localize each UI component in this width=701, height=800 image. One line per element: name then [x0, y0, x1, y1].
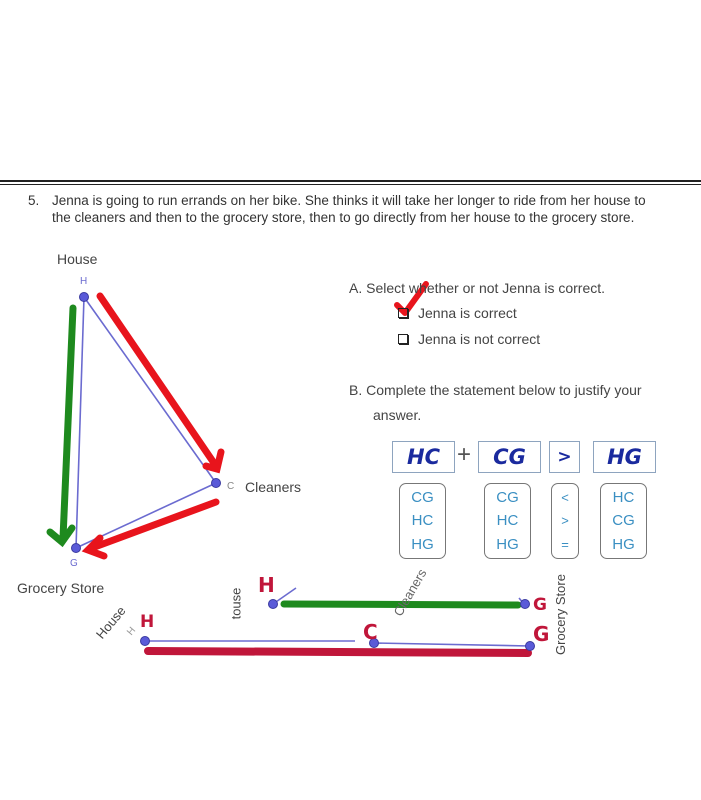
choice-item[interactable]: = — [561, 536, 569, 552]
choice-list-2: CG HC HG — [484, 483, 531, 559]
handwritten-c: C — [363, 620, 378, 644]
choice-list-3: HC CG HG — [600, 483, 647, 559]
choice-item[interactable]: < — [561, 490, 569, 506]
choice-item[interactable]: CG — [612, 512, 635, 530]
choice-list-1: CG HC HG — [399, 483, 446, 559]
grocery-store-label: Grocery Store — [17, 580, 105, 596]
answer-box-2[interactable]: CG — [478, 441, 541, 473]
point-g-label: G — [70, 558, 78, 569]
checkbox[interactable] — [398, 308, 408, 318]
answer-box-comparison[interactable]: > — [549, 441, 580, 473]
option-jenna-correct[interactable]: Jenna is correct — [398, 305, 517, 321]
answer-box-3[interactable]: HG — [593, 441, 656, 473]
option-label: Jenna is not correct — [418, 331, 541, 347]
choice-item[interactable]: HC — [411, 512, 434, 530]
question-text-line1: Jenna is going to run errands on her bik… — [52, 193, 646, 208]
plus-sign: + — [457, 441, 472, 468]
choice-item[interactable]: HC — [496, 512, 519, 530]
choice-item[interactable]: HC — [612, 489, 635, 507]
point-c-label: C — [227, 481, 235, 492]
triangle-points — [71, 292, 221, 553]
point-h-label: H — [80, 276, 88, 287]
handwritten-g: G — [533, 622, 550, 646]
choice-item[interactable]: > — [561, 513, 569, 529]
bottom-grocery-label: Grocery Store — [552, 574, 568, 655]
part-a-prompt: A. Select whether or not Jenna is correc… — [349, 280, 606, 296]
red-arrow-cg — [81, 498, 220, 560]
question-text-line2: the cleaners and then to the grocery sto… — [52, 210, 635, 225]
handwritten-h: H — [140, 612, 155, 632]
handwritten-g: G — [533, 595, 547, 615]
bottom-house-label-cut: touse — [228, 587, 244, 620]
house-label: House — [57, 251, 98, 267]
red-arrow-hc — [96, 292, 225, 474]
answer-box-1[interactable]: HC — [392, 441, 455, 473]
green-path-hg — [280, 600, 522, 609]
divider-line — [0, 180, 701, 182]
part-b-prompt-line1: B. Complete the statement below to justi… — [349, 382, 642, 398]
green-arrow-hg — [46, 304, 77, 548]
divider-line — [0, 184, 701, 185]
red-checkmark — [394, 281, 429, 316]
choice-list-comparison: < > = — [551, 483, 579, 559]
choice-item[interactable]: CG — [411, 489, 434, 507]
question-number: 5. — [28, 193, 40, 208]
choice-item[interactable]: HG — [496, 535, 519, 553]
bottom-line-hcg — [145, 640, 531, 647]
handwritten-h: H — [258, 573, 275, 597]
red-path-hcg — [144, 647, 532, 657]
cleaners-label: Cleaners — [245, 479, 302, 495]
option-jenna-not-correct[interactable]: Jenna is not correct — [398, 331, 540, 347]
bottom-points — [140, 599, 535, 651]
part-b-prompt-line2: answer. — [373, 407, 422, 423]
checkbox[interactable] — [398, 334, 408, 344]
choice-item[interactable]: HG — [612, 535, 635, 553]
choice-item[interactable]: HG — [411, 535, 434, 553]
choice-item[interactable]: CG — [496, 489, 519, 507]
option-label: Jenna is correct — [418, 305, 517, 321]
